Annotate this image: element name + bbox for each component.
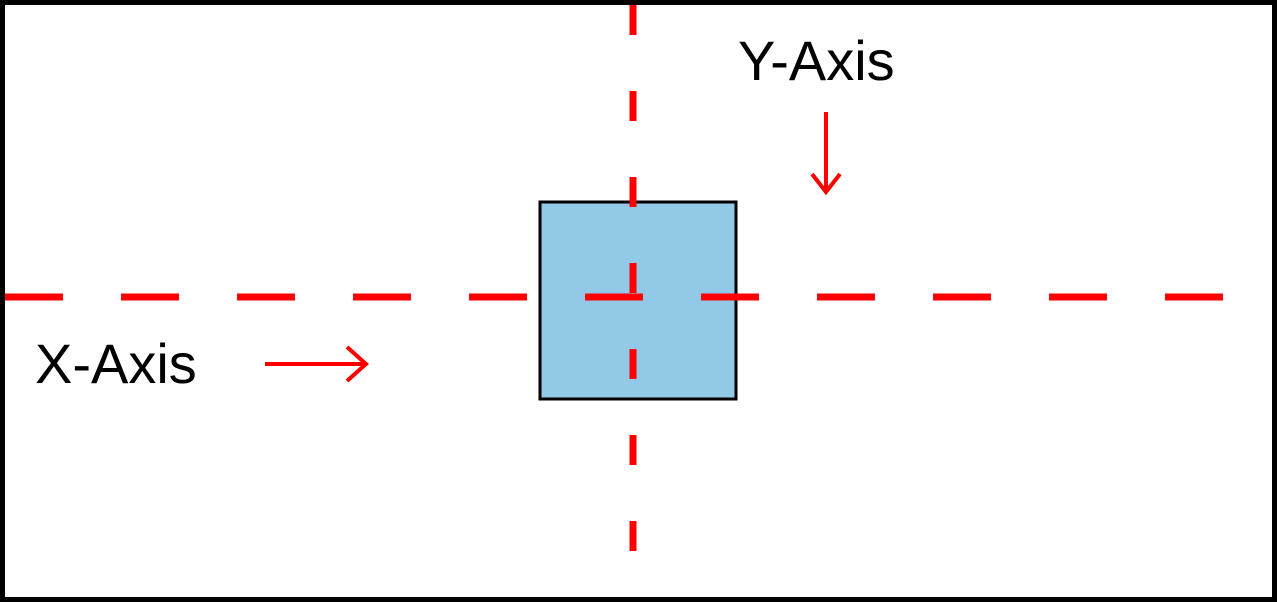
- x-axis-label: X-Axis: [35, 332, 197, 395]
- y-axis-label: Y-Axis: [738, 29, 895, 92]
- arrow-down-icon: [810, 112, 842, 196]
- arrow-right-icon: [265, 345, 369, 383]
